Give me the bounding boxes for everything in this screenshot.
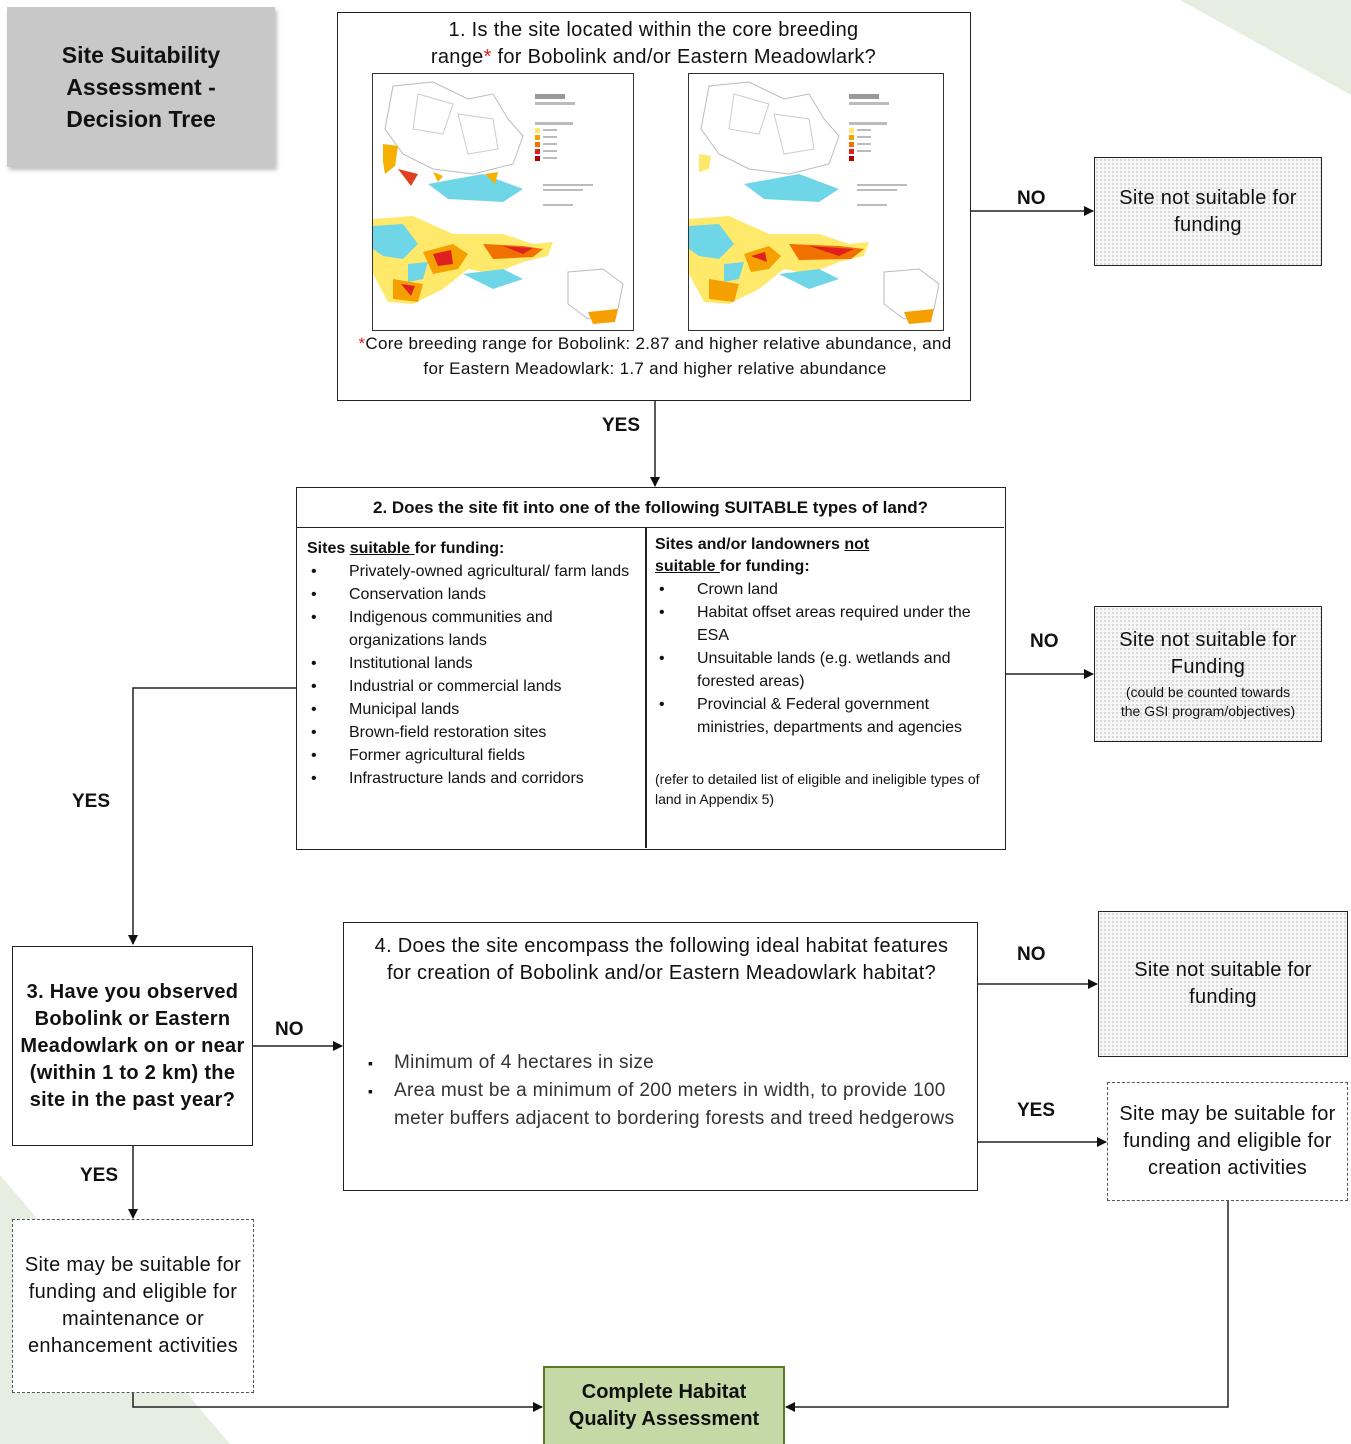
bobolink-map (372, 73, 634, 331)
not-suitable-column: Sites and/or landowners not suitable for… (655, 534, 1000, 809)
eastern-meadowlark-map-graphic (689, 81, 940, 324)
question-1-range: range (430, 46, 484, 68)
outcome-not-suitable-4-text: Site not suitable for funding (1134, 959, 1312, 1008)
question-1-box: 1. Is the site located within the core b… (337, 12, 971, 401)
q2-yes-label: YES (72, 791, 111, 812)
q1-yes-label: YES (602, 415, 641, 436)
list-item: Habitat offset areas required under the … (655, 601, 1000, 647)
q1-no-label: NO (1017, 188, 1046, 209)
outcome-maintenance: Site may be suitable for funding and eli… (12, 1219, 254, 1393)
q4-no-label: NO (1017, 944, 1046, 965)
final-step-box: Complete Habitat Quality Assessment (543, 1366, 785, 1444)
question-1-asterisk: * (483, 46, 492, 68)
list-item: Area must be a minimum of 200 meters in … (354, 1077, 969, 1133)
question-2-text: 2. Does the site fit into one of the fol… (372, 497, 929, 517)
outcome-not-suitable-1-text: Site not suitable for funding (1119, 186, 1297, 236)
list-item: Conservation lands (307, 583, 643, 606)
not-suitable-heading-not: not (844, 536, 870, 553)
list-item: Institutional lands (307, 652, 643, 675)
footnote-text: Core breeding range for Bobolink: 2.87 a… (365, 334, 952, 378)
outcome-not-suitable-2-text: Site not suitable for Funding (1119, 629, 1297, 678)
list-item: Municipal lands (307, 698, 643, 721)
bobolink-map-graphic (373, 81, 624, 324)
question-3-box: 3. Have you observed Bobolink or Eastern… (12, 946, 253, 1146)
not-suitable-heading-a: Sites and/or landowners (655, 536, 845, 553)
suitable-column: Sites suitable for funding: Privately-ow… (307, 538, 643, 790)
list-item: Provincial & Federal government ministri… (655, 693, 1000, 739)
list-item: Crown land (655, 578, 1000, 601)
question-4-text: 4. Does the site encompass the following… (374, 935, 949, 984)
not-suitable-heading-suitable: suitable (655, 558, 720, 575)
question-1-text: 1. Is the site located within the core b… (338, 17, 969, 71)
list-item: Indigenous communities and organizations… (307, 606, 643, 652)
question-1-line2: for Bobolink and/or Eastern Meadowlark? (491, 46, 877, 68)
final-step-text: Complete Habitat Quality Assessment (568, 1381, 760, 1430)
question-1-line1: 1. Is the site located within the core b… (448, 19, 859, 41)
suitable-heading-a: Sites (307, 540, 350, 557)
q3-no-label: NO (275, 1019, 304, 1040)
q3-yes-label: YES (80, 1165, 119, 1186)
list-item: Minimum of 4 hectares in size (354, 1049, 969, 1077)
q2-no-label: NO (1030, 631, 1059, 652)
outcome-maintenance-text: Site may be suitable for funding and eli… (24, 1254, 242, 1357)
question-2-header: 2. Does the site fit into one of the fol… (297, 488, 1004, 528)
outcome-creation: Site may be suitable for funding and eli… (1107, 1082, 1348, 1201)
not-suitable-heading-b: for funding: (719, 558, 810, 575)
outcome-not-suitable-2-note: (could be counted towards the GSI progra… (1120, 684, 1296, 719)
not-suitable-list: Crown land Habitat offset areas required… (655, 578, 1000, 739)
list-item: Unsuitable lands (e.g. wetlands and fore… (655, 647, 1000, 693)
list-item: Former agricultural fields (307, 744, 643, 767)
diagram-title-text: Site Suitability Assessment - Decision T… (61, 42, 221, 132)
suitable-heading-underlined: suitable (349, 540, 415, 557)
suitable-heading-b: for funding: (414, 540, 505, 557)
question-3-text: 3. Have you observed Bobolink or Eastern… (20, 980, 245, 1111)
q4-yes-label: YES (1017, 1100, 1056, 1121)
outcome-not-suitable-1: Site not suitable for funding (1094, 157, 1322, 266)
list-item: Privately-owned agricultural/ farm lands (307, 560, 643, 583)
list-item: Brown-field restoration sites (307, 721, 643, 744)
footnote-asterisk: * (358, 334, 366, 353)
eastern-meadowlark-map (688, 73, 944, 331)
question-2-box: 2. Does the site fit into one of the fol… (296, 487, 1006, 850)
habitat-features-list: Minimum of 4 hectares in size Area must … (354, 1049, 969, 1133)
outcome-creation-text: Site may be suitable for funding and eli… (1119, 1103, 1336, 1179)
outcome-not-suitable-4: Site not suitable for funding (1098, 911, 1348, 1057)
diagram-title: Site Suitability Assessment - Decision T… (7, 7, 275, 167)
suitable-list: Privately-owned agricultural/ farm lands… (307, 560, 643, 790)
question-2-divider (645, 528, 647, 848)
suitable-heading: Sites suitable for funding: (307, 538, 643, 560)
list-item: Infrastructure lands and corridors (307, 767, 643, 790)
appendix-note: (refer to detailed list of eligible and … (655, 771, 980, 807)
not-suitable-heading: Sites and/or landowners not suitable for… (655, 534, 1000, 578)
core-range-footnote: *Core breeding range for Bobolink: 2.87 … (352, 331, 958, 381)
outcome-not-suitable-2: Site not suitable for Funding (could be … (1094, 606, 1322, 742)
list-item: Industrial or commercial lands (307, 675, 643, 698)
question-4-box: 4. Does the site encompass the following… (343, 922, 978, 1191)
